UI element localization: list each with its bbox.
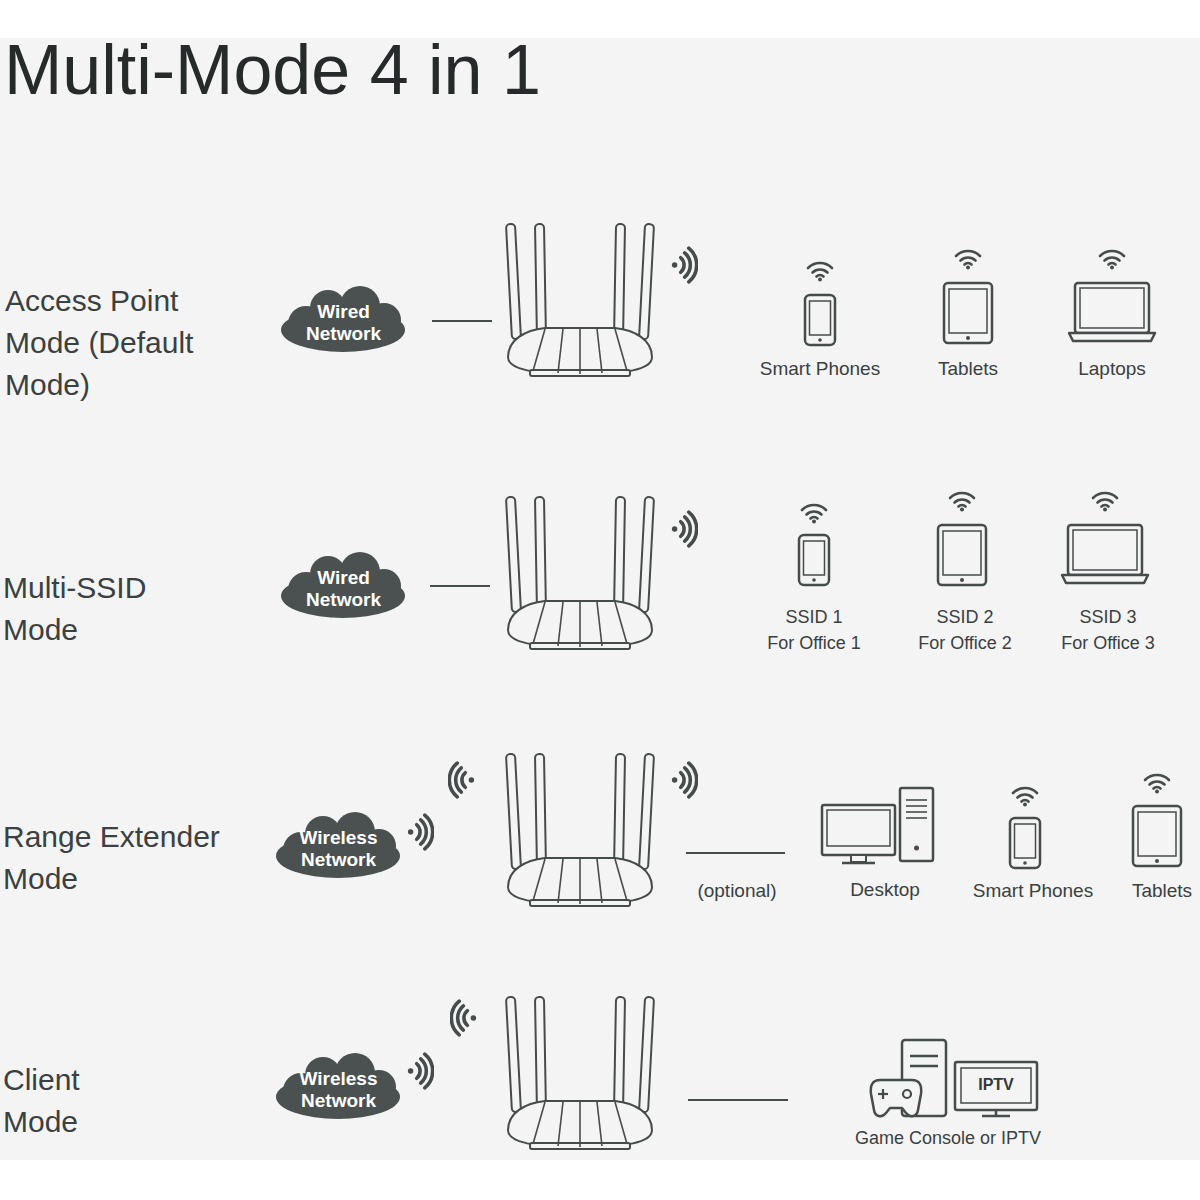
tower-slot (906, 799, 927, 801)
device-label: Tablets (1127, 878, 1197, 903)
monitor-stand (851, 855, 866, 862)
diagram-title: Multi-Mode 4 in 1 (4, 28, 541, 112)
signal-waves (449, 763, 474, 797)
wire-line (688, 1099, 788, 1101)
wifi-symbol (956, 251, 980, 269)
console-slot (910, 1065, 938, 1068)
network-cloud: Wired Network (276, 284, 411, 356)
network-cloud: Wireless Network (271, 810, 406, 882)
device-label: Laptops (1052, 356, 1172, 381)
network-cloud: Wireless Network (271, 1051, 406, 1123)
wifi-symbol (808, 263, 832, 281)
console-slot (910, 1055, 938, 1058)
wifi-symbol (1093, 493, 1117, 511)
monitor-base (842, 862, 875, 865)
office-label: For Office 3 (1043, 632, 1173, 655)
tower-shape (900, 788, 933, 861)
tv-shape (955, 1062, 1037, 1110)
wifi-symbol (802, 505, 826, 523)
signal-waves (672, 248, 697, 282)
tv-base (982, 1115, 1010, 1118)
tower-slot (906, 811, 927, 813)
wire-line (686, 852, 785, 854)
gamepad-cross (882, 1089, 884, 1099)
router-icon (506, 224, 654, 376)
screen-text: IPTV (966, 1074, 1026, 1095)
mode-name: Client Mode (3, 1059, 148, 1143)
tablet-icon (944, 283, 992, 343)
wire-line (432, 320, 492, 322)
office-label: For Office 1 (749, 632, 879, 655)
device-label: Tablets (908, 356, 1028, 381)
router-icon (506, 754, 654, 906)
wifi-symbol (1145, 775, 1169, 793)
ssid-label: SSID 3 (1048, 606, 1168, 629)
ssid-label: SSID 1 (754, 606, 874, 629)
cloud-text: Wired Network (296, 561, 392, 611)
phone-icon (1010, 818, 1040, 868)
network-cloud: Wired Network (276, 550, 411, 622)
office-label: For Office 2 (900, 632, 1030, 655)
wifi-symbol (1013, 788, 1037, 806)
laptop-icon (1062, 525, 1148, 583)
console-iptv-icon (871, 1040, 1037, 1116)
tablet-icon (1133, 806, 1181, 866)
laptop-icon (1069, 283, 1155, 341)
tower-slot (906, 805, 927, 807)
ssid-label: SSID 2 (905, 606, 1025, 629)
signal-waves (408, 815, 433, 849)
wifi-symbol (1100, 251, 1124, 269)
signal-waves (672, 763, 697, 797)
device-label: Desktop (825, 877, 945, 902)
gamepad-shape (871, 1080, 921, 1116)
gamepad-button (903, 1090, 911, 1098)
page-background (0, 38, 1200, 1160)
mode-name: Range Extender Mode (3, 816, 238, 900)
device-label: Smart Phones (740, 356, 900, 381)
device-label: Smart Phones (963, 878, 1103, 903)
router-icon (506, 997, 654, 1149)
wifi-symbol (950, 493, 974, 511)
tablet-icon (938, 525, 986, 585)
monitor-screen (827, 810, 890, 846)
cloud-text: Wireless Network (291, 1062, 387, 1112)
connection-note: (optional) (677, 878, 797, 903)
signal-waves (672, 512, 697, 546)
tower-button (914, 846, 919, 851)
cloud-text: Wireless Network (291, 821, 387, 871)
mode-name: Access Point Mode (Default Mode) (5, 280, 237, 406)
signal-waves (451, 1001, 476, 1035)
wire-line (430, 585, 490, 587)
device-label: Game Console or IPTV (838, 1127, 1058, 1150)
router-icon (506, 497, 654, 649)
monitor-shape (822, 805, 895, 855)
phone-icon (799, 535, 829, 585)
tower-slot (906, 817, 927, 819)
cloud-text: Wired Network (296, 295, 392, 345)
phone-icon (805, 295, 835, 345)
tv-screen (961, 1068, 1031, 1103)
signal-waves (408, 1054, 433, 1088)
desktop-icon (822, 788, 933, 863)
mode-name: Multi-SSID Mode (3, 567, 178, 651)
